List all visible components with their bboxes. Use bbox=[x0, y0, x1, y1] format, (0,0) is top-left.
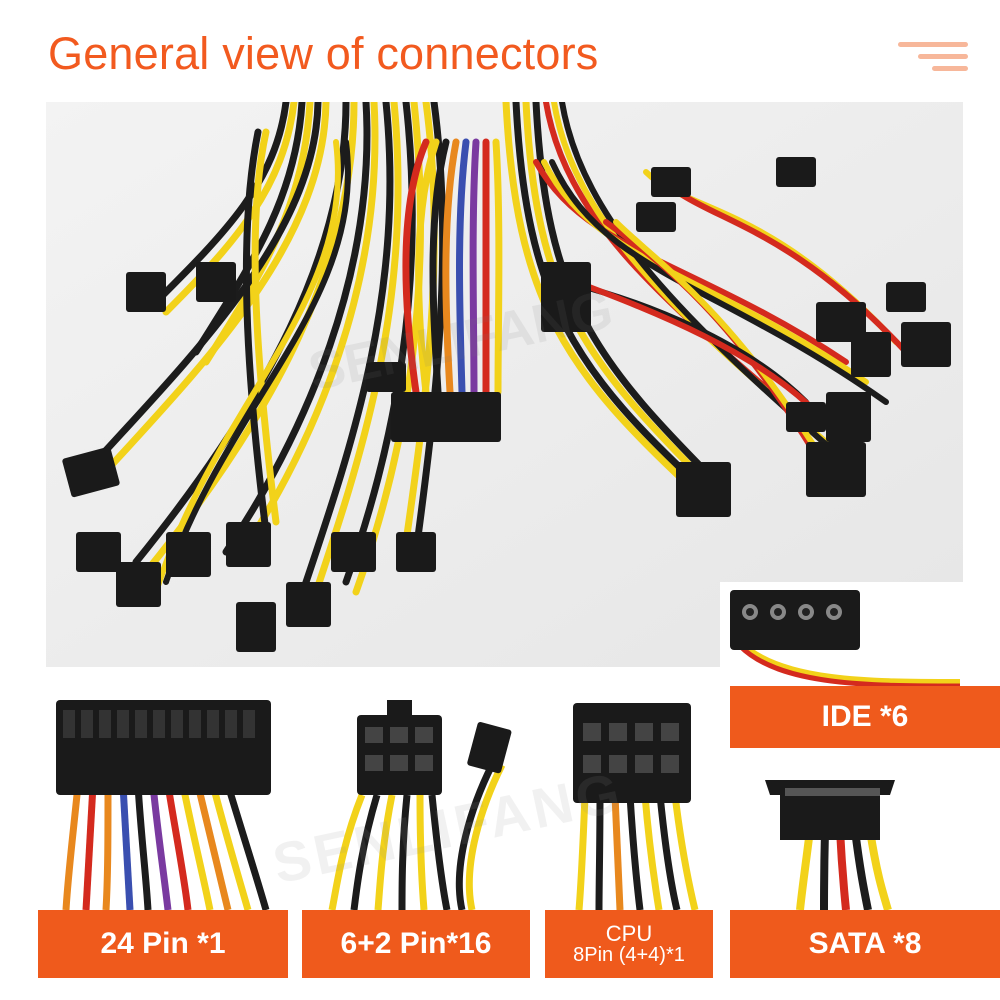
cpu-connector-photo bbox=[545, 685, 715, 910]
cable-overview-photo: SENLIFANG bbox=[46, 102, 963, 667]
24pin-connector-photo bbox=[38, 685, 288, 910]
6plus2-connector-photo bbox=[302, 685, 532, 910]
page-title: General view of connectors bbox=[48, 28, 599, 79]
sata-connector-photo bbox=[740, 760, 940, 910]
menu-icon[interactable] bbox=[898, 42, 968, 72]
ide-label: IDE *6 bbox=[730, 686, 1000, 748]
cpu-label: CPU 8Pin (4+4)*1 bbox=[545, 910, 713, 978]
sata-label: SATA *8 bbox=[730, 910, 1000, 978]
24pin-label: 24 Pin *1 bbox=[38, 910, 288, 978]
6plus2-label: 6+2 Pin*16 bbox=[302, 910, 530, 978]
cpu-label-line1: CPU bbox=[605, 920, 653, 946]
ide-connector-photo bbox=[720, 582, 970, 687]
cpu-label-line2: 8Pin (4+4)*1 bbox=[573, 944, 685, 967]
